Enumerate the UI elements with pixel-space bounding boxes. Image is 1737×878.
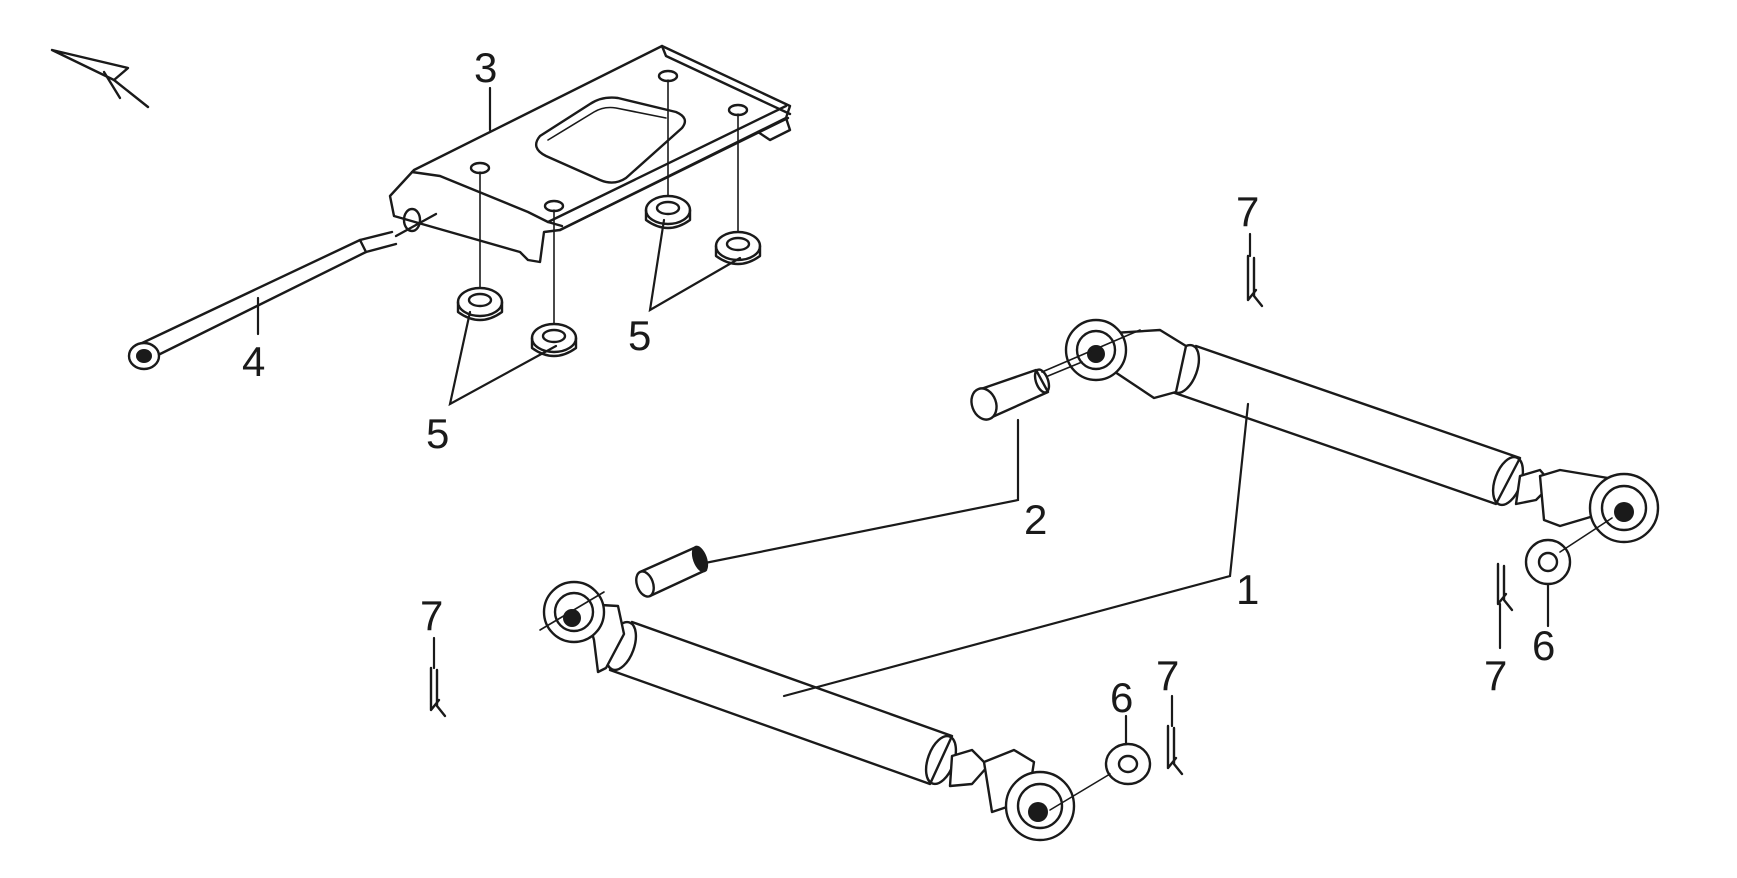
- callout-3: 3: [474, 44, 497, 91]
- washer-part-6-upper: [1524, 517, 1613, 586]
- washer-part-6-lower: [1049, 742, 1152, 811]
- callout-2: 2: [1024, 496, 1047, 543]
- tie-rod-upper-part-1: [1041, 318, 1660, 544]
- callout-7-upper: 7: [1236, 188, 1259, 235]
- callout-5-lower: 5: [426, 410, 449, 457]
- callout-4: 4: [242, 338, 265, 385]
- pin-part-2-lower: [635, 545, 709, 598]
- bracket-part-3: [388, 44, 792, 264]
- callout-1: 1: [1236, 566, 1259, 613]
- callout-5-upper: 5: [628, 312, 651, 359]
- cotter-pin-part-7-d: [1166, 724, 1184, 776]
- pin-part-2-upper: [970, 361, 1083, 421]
- callout-6-right: 6: [1532, 622, 1555, 669]
- nut-part-5-a: [456, 171, 504, 322]
- bolt-part-4: [127, 212, 438, 371]
- nut-part-5-b: [530, 209, 578, 358]
- cotter-pin-part-7-b: [1496, 562, 1514, 612]
- callout-7-lower: 7: [1156, 652, 1179, 699]
- cotter-pin-part-7-a: [1246, 254, 1264, 308]
- callout-7-right: 7: [1484, 652, 1507, 699]
- callout-6-lower: 6: [1110, 674, 1133, 721]
- cotter-pin-part-7-c: [429, 666, 447, 718]
- nut-part-5-c: [644, 79, 692, 230]
- tie-rod-lower-part-1: [539, 580, 1076, 842]
- leader-lines: [256, 86, 1550, 746]
- callout-7-left: 7: [420, 592, 443, 639]
- direction-arrow-icon: [50, 48, 150, 109]
- nut-part-5-d: [714, 113, 762, 266]
